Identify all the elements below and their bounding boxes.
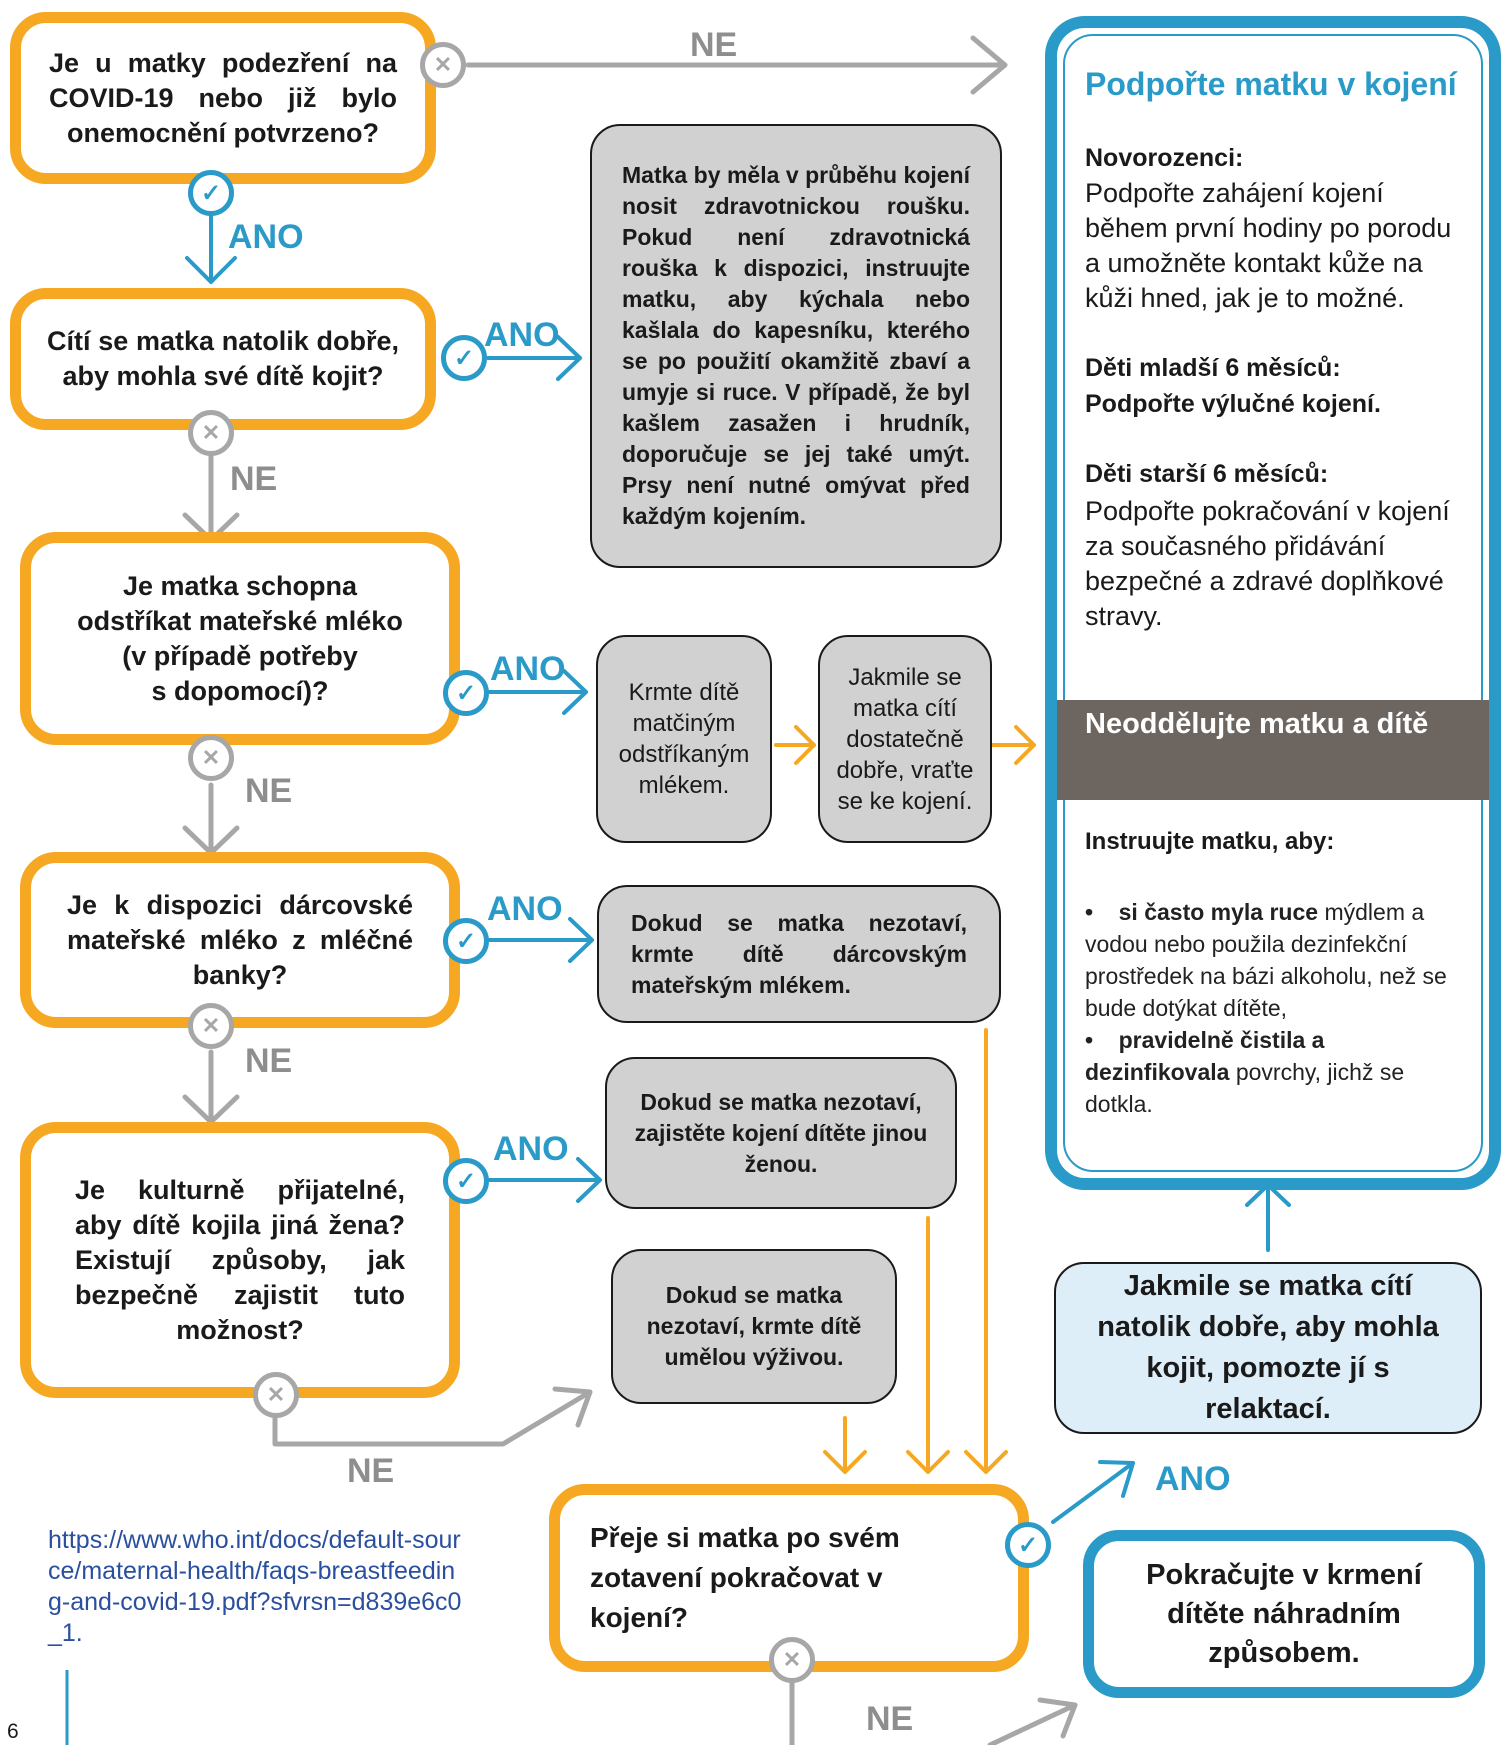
alternative-text: Pokračujte v krmení dítěte náhradním způ… (1146, 1558, 1422, 1669)
arrow-q6-yes (1051, 1460, 1135, 1524)
question-well-text: Cítí se matka natolik dobře, aby mohla s… (47, 326, 399, 391)
question-express-line-3: (v případě potřeby (122, 640, 358, 671)
info-wet-nurse: Dokud se matka nezotaví, zajistěte kojen… (605, 1057, 957, 1209)
x-circle-icon: ✕ (253, 1372, 299, 1418)
label-yes: ANO (228, 218, 304, 256)
question-donor-milk: Je k dispozici dárcovské mateřské mléko … (20, 852, 460, 1028)
question-donor-text: Je k dispozici dárcovské mateřské mléko … (67, 889, 413, 990)
under6-heading: Děti mladší 6 měsíců: (1085, 354, 1341, 382)
arrow-return-to-panel (990, 725, 1036, 765)
source-link[interactable]: https://www.who.int/docs/default-source/… (48, 1526, 462, 1647)
newborns-heading: Novorozenci: (1085, 144, 1244, 172)
info-feed-expressed-milk: Krmte dítě matčiným odstříkaným mlékem. (596, 635, 772, 843)
panel-title: Podpořte matku v kojení (1085, 66, 1457, 102)
arrow-q4-yes (486, 917, 594, 963)
bullet1-bold: si často myla ruce (1118, 899, 1319, 925)
arrow-to-panel (1245, 1183, 1291, 1252)
question-covid-text: Je u matky podezření na COVID-19 nebo ji… (49, 47, 397, 148)
info-expressed-text: Krmte dítě matčiným odstříkaným mlékem. (618, 679, 750, 799)
bullet-symbol: • (1085, 899, 1094, 925)
question-continue-text: Přeje si matka po svém zotavení pokračov… (590, 1522, 900, 1633)
check-circle-icon: ✓ (188, 170, 234, 216)
question-wetnurse-text: Je kulturně přijatelné, aby dítě kojila … (75, 1174, 405, 1345)
over6-text: Podpořte pokračování v kojení za současn… (1085, 496, 1450, 631)
label-yes: ANO (493, 1130, 569, 1168)
arrow-q2-yes (486, 335, 582, 381)
arrow-q6-no (789, 1680, 1078, 1745)
info-mask-text: Matka by měla v průběhu kojení nosit zdr… (622, 162, 970, 529)
page-number: 6 (7, 1720, 19, 1743)
label-no: NE (230, 460, 278, 498)
arrow-q4-no (182, 1049, 240, 1125)
check-circle-icon: ✓ (1005, 1522, 1051, 1568)
label-no: NE (866, 1700, 914, 1738)
arrow-q1-yes (185, 204, 237, 284)
x-circle-icon: ✕ (188, 1003, 234, 1049)
x-circle-icon: ✕ (188, 410, 234, 456)
under6-text: Podpořte výlučné kojení. (1085, 390, 1381, 418)
info-donor-text: Dokud se matka nezotaví, krmte dítě dárc… (631, 909, 967, 998)
arrow-wetnurse-down (906, 1216, 950, 1474)
check-circle-icon: ✓ (443, 670, 489, 716)
check-circle-icon: ✓ (443, 1158, 489, 1204)
band-title: Neoddělujte matku a dítě (1085, 708, 1429, 740)
info-formula: Dokud se matka nezotaví, krmte dítě uměl… (611, 1249, 897, 1404)
panel-inner-border (1063, 34, 1483, 1172)
check-circle-icon: ✓ (443, 918, 489, 964)
question-express-line-2: odstříkat mateřské mléko (77, 605, 403, 636)
support-breastfeeding-panel: Podpořte matku v kojení Novorozenci: Pod… (1045, 16, 1501, 1190)
info-mask-hygiene: Matka by měla v průběhu kojení nosit zdr… (590, 124, 1002, 568)
over6-heading: Děti starší 6 měsíců: (1085, 460, 1329, 488)
question-wet-nurse: Je kulturně přijatelné, aby dítě kojila … (20, 1122, 460, 1398)
relactation-box: Jakmile se matka cítí natolik dobře, aby… (1054, 1262, 1482, 1434)
bullet2-bold: pravidelně čistila a dezinfikovala (1085, 1027, 1325, 1085)
label-no: NE (245, 772, 293, 810)
relactation-text: Jakmile se matka cítí natolik dobře, aby… (1097, 1270, 1439, 1425)
info-wetnurse-text: Dokud se matka nezotaví, zajistěte kojen… (634, 1088, 928, 1177)
arrow-q5-yes (486, 1157, 602, 1203)
bullet-surface-cleaning: • pravidelně čistila a dezinfikovala pov… (1085, 1024, 1475, 1120)
x-circle-icon: ✕ (420, 42, 466, 88)
arrow-q5-no (272, 1386, 593, 1447)
bullet-symbol: • (1085, 1027, 1094, 1053)
question-express-line-4: s dopomocí)? (151, 675, 329, 706)
label-yes: ANO (487, 890, 563, 928)
question-express-line-1: Je matka schopna (122, 570, 358, 601)
instruct-bullets: • si často myla ruce mýdlem a vodou nebo… (1085, 896, 1475, 1120)
bullet1-rest: mýdlem a vodou nebo použila dezinfekční … (1085, 899, 1447, 1021)
question-well-enough: Cítí se matka natolik dobře, aby mohla s… (10, 288, 436, 430)
arrow-expressed-to-return (774, 725, 816, 765)
bullet-hand-washing: • si často myla ruce mýdlem a vodou nebo… (1085, 896, 1475, 1024)
label-yes: ANO (490, 650, 566, 688)
label-no: NE (347, 1452, 395, 1490)
info-donor-milk: Dokud se matka nezotaví, krmte dítě dárc… (597, 885, 1001, 1023)
arrow-q3-no (182, 782, 240, 856)
question-covid-suspected: Je u matky podezření na COVID-19 nebo ji… (10, 12, 436, 184)
info-return-to-breastfeeding: Jakmile se matka cítí dostatečně dobře, … (818, 635, 992, 843)
question-can-express: Je matka schopna odstříkat mateřské mlék… (20, 532, 460, 745)
label-yes: ANO (1155, 1460, 1231, 1498)
label-no: NE (690, 26, 738, 64)
arrow-formula-down (823, 1416, 867, 1474)
arrow-q3-yes (486, 669, 588, 715)
label-yes: ANO (484, 316, 560, 354)
check-circle-icon: ✓ (441, 335, 487, 381)
bullet2-rest: povrchy, jichž se dotkla. (1085, 1059, 1405, 1117)
newborns-text: Podpořte zahájení kojení během první hod… (1085, 178, 1452, 313)
question-continue-breastfeeding: Přeje si matka po svém zotavení pokračov… (549, 1484, 1029, 1672)
instruct-heading: Instruujte matku, aby: (1085, 828, 1335, 855)
alternative-feeding-box: Pokračujte v krmení dítěte náhradním způ… (1083, 1530, 1485, 1698)
info-return-text: Jakmile se matka cítí dostatečně dobře, … (836, 663, 974, 815)
label-no: NE (245, 1042, 293, 1080)
x-circle-icon: ✕ (188, 735, 234, 781)
x-circle-icon: ✕ (769, 1637, 815, 1683)
arrow-donor-down (964, 1028, 1008, 1474)
arrow-q1-no (465, 35, 1008, 95)
keep-together-band: Neoddělujte matku a dítě (1057, 700, 1489, 800)
info-formula-text: Dokud se matka nezotaví, krmte dítě uměl… (646, 1282, 862, 1370)
